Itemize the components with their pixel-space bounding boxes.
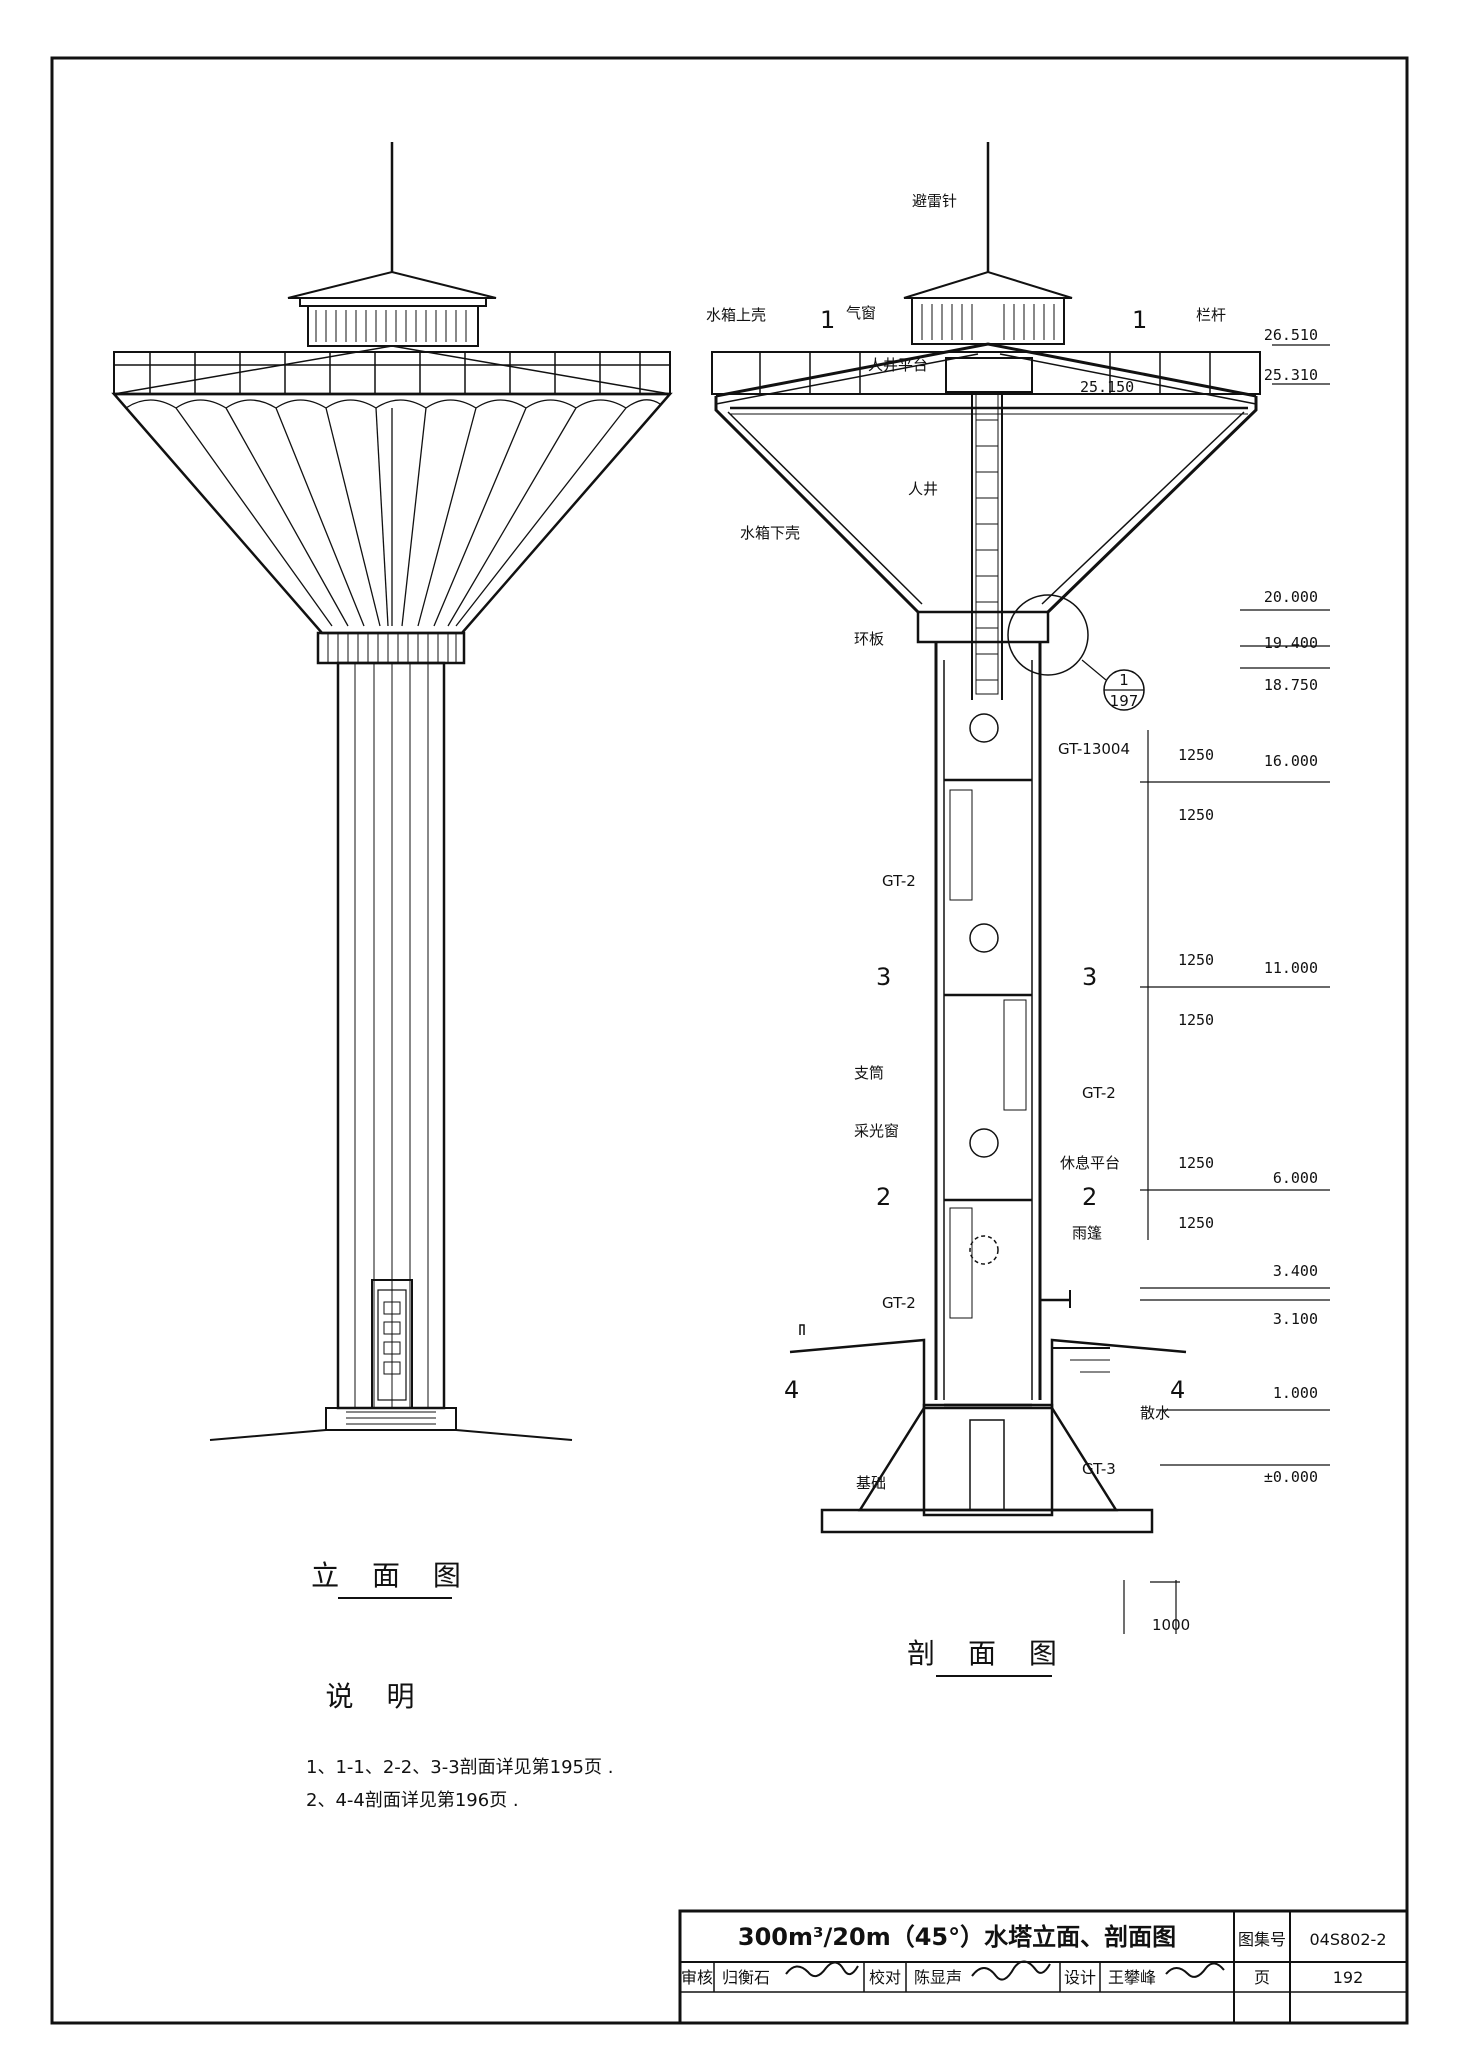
dim-label: 1250 <box>1178 806 1214 824</box>
label-lightning-rod: 避雷针 <box>912 192 957 210</box>
label-tank-bottom-shell: 水箱下壳 <box>740 524 800 542</box>
level-marks: 26.510 25.310 25.150 20.000 19.400 18.75… <box>1080 326 1330 1486</box>
section-labels: 避雷针 水箱上壳 气窗 栏杆 人井平台 人井 水箱下壳 环板 GT-13004 … <box>706 192 1226 1634</box>
cut-mark: 3 <box>1082 963 1097 991</box>
page-number: 192 <box>1333 1968 1364 1987</box>
level-label: 11.000 <box>1264 959 1318 977</box>
level-label: 16.000 <box>1264 752 1318 770</box>
label-apron: 散水 <box>1140 1404 1170 1422</box>
scale-dimension: 1000 <box>1152 1616 1190 1634</box>
elevation-view: 立 面 图 <box>111 142 673 1599</box>
level-label: 3.400 <box>1273 1262 1318 1280</box>
title-block: 300m³/20m（45°）水塔立面、剖面图 图集号 04S802-2 审核 归… <box>678 1909 1409 2025</box>
label-gt2-b: GT-2 <box>1082 1084 1116 1102</box>
label-railing: 栏杆 <box>1196 306 1226 324</box>
label-vent-window: 气窗 <box>846 304 876 322</box>
label-rest-platform: 休息平台 <box>1060 1154 1120 1172</box>
note-item: 2、4-4剖面详见第196页 . <box>306 1790 519 1811</box>
label-light-window: 采光窗 <box>854 1122 899 1140</box>
label-support-tube: 支筒 <box>854 1064 884 1082</box>
cut-mark: 1 <box>820 306 835 334</box>
checker-name: 陈显声 <box>914 1968 962 1987</box>
level-label: 25.310 <box>1264 366 1318 384</box>
label-manhole: 人井 <box>908 480 938 498</box>
level-label: 19.400 <box>1264 634 1318 652</box>
elevation-title: 立 面 图 <box>311 1559 473 1592</box>
cut-mark: 1 <box>1132 306 1147 334</box>
design-label: 设计 <box>1064 1968 1096 1987</box>
level-label: 3.100 <box>1273 1310 1318 1328</box>
label-manhole-platform: 人井平台 <box>868 356 928 374</box>
level-label: 18.750 <box>1264 676 1318 694</box>
note-item: 1、1-1、2-2、3-3剖面详见第195页 . <box>306 1757 613 1778</box>
dim-label: 1250 <box>1178 1214 1214 1232</box>
checker-signature <box>971 1960 1051 1981</box>
level-label: 6.000 <box>1273 1169 1318 1187</box>
reviewer-name: 归衡石 <box>722 1968 770 1987</box>
label-canopy: 雨篷 <box>1072 1224 1102 1242</box>
label-gt2-a: GT-2 <box>882 872 916 890</box>
label-ring-plate: 环板 <box>854 630 884 648</box>
level-label: ±0.000 <box>1264 1468 1318 1486</box>
designer-name: 王攀峰 <box>1108 1968 1156 1987</box>
label-gt1: GT-13004 <box>1058 740 1130 758</box>
cut-mark: 3 <box>876 963 891 991</box>
page-label: 页 <box>1254 1968 1270 1987</box>
cut-mark: 2 <box>876 1183 891 1211</box>
label-gt3: GT-3 <box>1082 1460 1116 1478</box>
section-title: 剖 面 图 <box>907 1637 1069 1670</box>
cut-mark: 2 <box>1082 1183 1097 1211</box>
detail-number: 1 <box>1119 671 1129 689</box>
dim-label: 1250 <box>1178 951 1214 969</box>
level-label: 25.150 <box>1080 378 1134 396</box>
drawing-title: 300m³/20m（45°）水塔立面、剖面图 <box>738 1923 1176 1951</box>
atlas-label: 图集号 <box>1238 1930 1286 1949</box>
notes: 说 明 1、1-1、2-2、3-3剖面详见第195页 . 2、4-4剖面详见第1… <box>306 1680 613 1811</box>
level-label: 1.000 <box>1273 1384 1318 1402</box>
atlas-number: 04S802-2 <box>1309 1930 1386 1949</box>
designer-signature <box>1165 1962 1225 1978</box>
level-label: 26.510 <box>1264 326 1318 344</box>
reviewer-signature <box>785 1961 859 1978</box>
cut-marks: 1 1 3 3 2 2 4 4 <box>784 306 1185 1404</box>
check-label: 校对 <box>869 1968 901 1987</box>
dim-label: 1250 <box>1178 1154 1214 1172</box>
dim-label: 1250 <box>1178 746 1214 764</box>
cut-mark: 4 <box>1170 1376 1185 1404</box>
label-gt2-c: GT-2 <box>882 1294 916 1312</box>
level-label: 20.000 <box>1264 588 1318 606</box>
notes-heading: 说 明 <box>326 1680 427 1713</box>
dim-label: 1250 <box>1178 1011 1214 1029</box>
label-foundation: 基础 <box>856 1474 886 1492</box>
cut-mark: 4 <box>784 1376 799 1404</box>
detail-page: 197 <box>1110 692 1139 710</box>
section-view: 剖 面 图 <box>711 142 1261 1677</box>
review-label: 审核 <box>681 1968 713 1987</box>
label-tank-top-shell: 水箱上壳 <box>706 306 766 324</box>
